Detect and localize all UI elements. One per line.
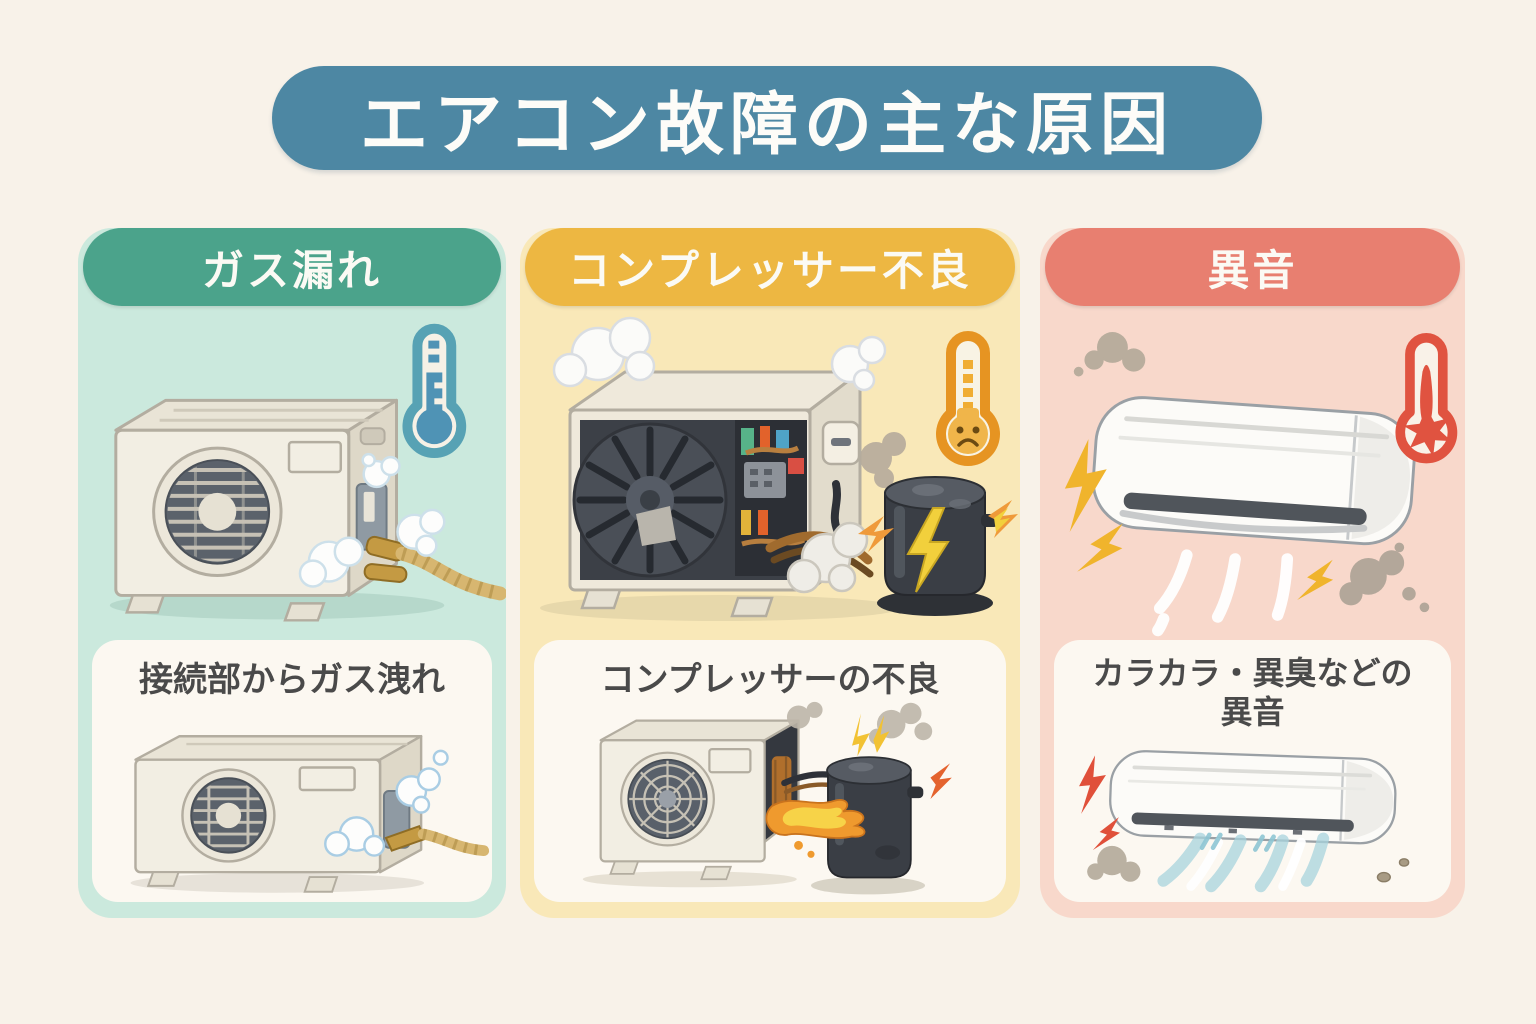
column-abnormal-noise: 異音 <box>1040 228 1465 918</box>
compressor-failure-caption: コンプレッサーの不良 <box>600 660 940 700</box>
dust-puff <box>1339 542 1430 613</box>
debris <box>1376 858 1410 883</box>
outdoor-unit-gas-leak-illustration <box>109 323 506 622</box>
gas-pipe <box>363 535 506 601</box>
compressor-failure-header: コンプレッサー不良 <box>525 228 1015 306</box>
abnormal-noise-header: 異音 <box>1045 228 1460 306</box>
column-compressor-failure: コンプレッサー不良 <box>520 228 1020 918</box>
dust-puff <box>1073 332 1146 377</box>
air-streams <box>1157 832 1330 893</box>
circuit-board <box>735 420 807 576</box>
gas-pipe <box>384 825 490 857</box>
gas-leak-caption: 接続部からガス洩れ <box>139 660 445 700</box>
cold-thermometer-icon <box>402 323 467 458</box>
sparks <box>858 500 1018 552</box>
gas-leak-caption-box: 接続部からガス洩れ <box>92 640 492 902</box>
title-banner: エアコン故障の主な原因 <box>272 66 1262 170</box>
hot-thermometer-icon <box>1395 333 1458 464</box>
burning-compressor-illustration <box>582 702 952 895</box>
indoor-unit-airflow-illustration <box>1071 750 1410 893</box>
abnormal-noise-lower-illustration <box>1054 732 1451 902</box>
indoor-unit <box>1109 750 1397 845</box>
compressor-failure-lower-illustration <box>534 701 1006 902</box>
abnormal-noise-caption-box: カラカラ・異臭などの 異音 <box>1054 640 1451 902</box>
gas-puffs <box>298 452 446 588</box>
sparks <box>851 713 952 800</box>
indoor-unit-rattling-illustration <box>1051 332 1458 637</box>
gas-puffs <box>324 750 449 858</box>
flame <box>765 799 866 859</box>
gas-leak-lower-illustration <box>92 701 492 902</box>
compressor <box>826 756 924 879</box>
smoke-clouds <box>552 316 910 594</box>
sad-thermometer-icon <box>936 331 1000 466</box>
gas-leak-header: ガス漏れ <box>83 228 501 306</box>
abnormal-noise-upper-illustration <box>1040 308 1465 640</box>
gas-leak-upper-illustration <box>78 308 506 640</box>
air-streaks <box>1152 549 1294 637</box>
open-outdoor-unit-smoking-illustration <box>540 316 1018 621</box>
column-gas-leak: ガス漏れ <box>78 228 506 918</box>
abnormal-noise-caption: カラカラ・異臭などの 異音 <box>1092 654 1413 732</box>
compressor-failure-caption-box: コンプレッサーの不良 <box>534 640 1006 902</box>
compressor <box>877 476 999 616</box>
indoor-unit <box>1091 396 1416 546</box>
gas-leak-header-label: ガス漏れ <box>201 245 382 295</box>
compressor-failure-upper-illustration <box>520 308 1020 640</box>
outdoor-unit-pipe-leak-illustration <box>130 735 490 894</box>
compressor-failure-header-label: コンプレッサー不良 <box>568 245 972 295</box>
dust-puff <box>1087 845 1141 882</box>
abnormal-noise-header-label: 異音 <box>1207 245 1298 295</box>
page-title: エアコン故障の主な原因 <box>359 85 1174 165</box>
